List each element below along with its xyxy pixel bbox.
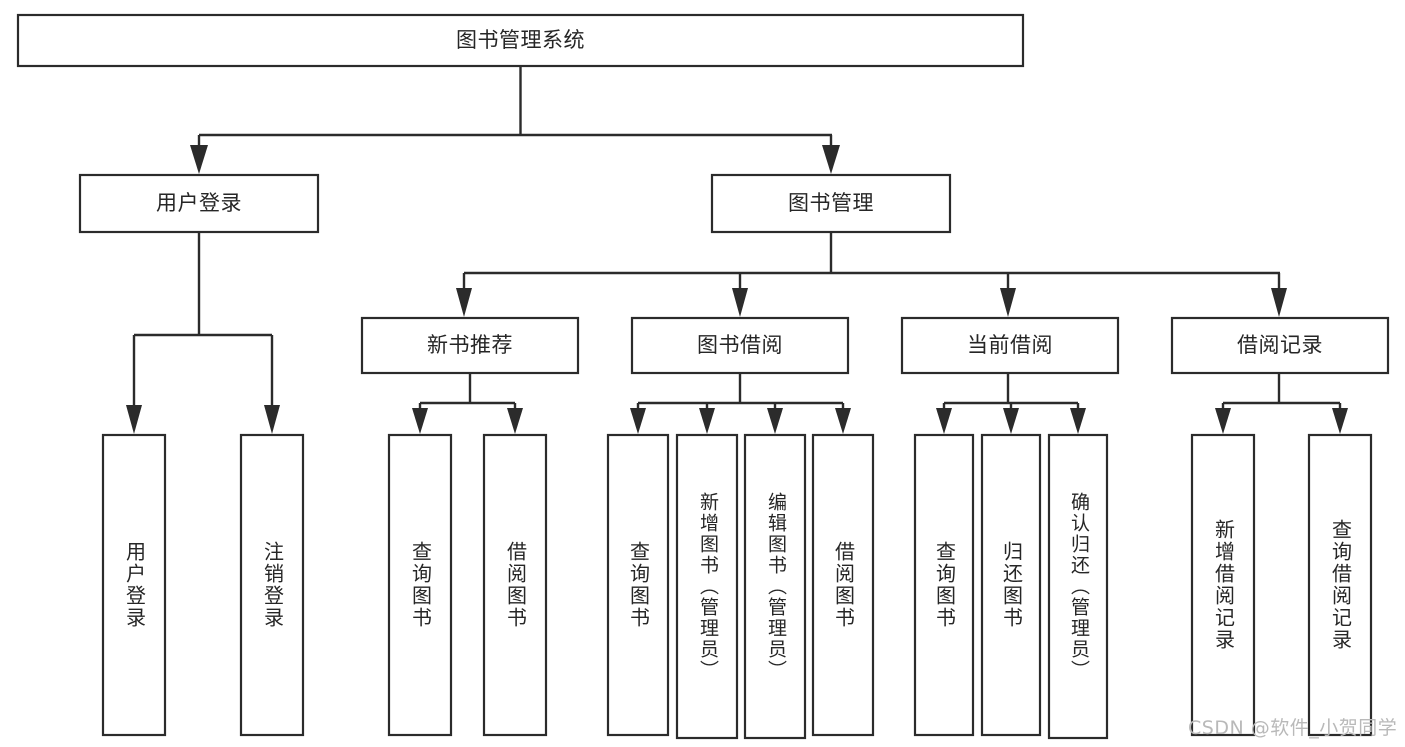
arrowhead-leaf-current-return (1003, 408, 1019, 434)
leaf-box-user-login-login[interactable] (101, 433, 167, 737)
leaf-box-recommend-borrow[interactable] (482, 433, 548, 737)
leaf-box-borrow-edit[interactable] (743, 433, 807, 740)
arrowhead-leaf-logout (264, 405, 280, 434)
arrowhead-leaf-current-confirm (1070, 408, 1086, 434)
leaf-box-user-login-logout[interactable] (239, 433, 305, 737)
arrowhead-leaf-recommend-query (412, 408, 428, 434)
arrowhead-borrow-record (1271, 288, 1287, 317)
arrowhead-leaf-borrow-add (699, 408, 715, 434)
node-box-borrow-record[interactable] (1170, 316, 1390, 375)
node-box-current-borrow[interactable] (900, 316, 1120, 375)
node-box-user-login[interactable] (78, 173, 320, 234)
leaf-box-current-confirm[interactable] (1047, 433, 1109, 740)
arrowhead-leaf-borrow-edit (767, 408, 783, 434)
arrowhead-current-borrow (1000, 288, 1016, 317)
node-box-new-book-recommend[interactable] (360, 316, 580, 375)
arrowhead-leaf-borrow-lend (835, 408, 851, 434)
arrowhead-book-management (822, 145, 840, 174)
arrowhead-leaf-record-query (1332, 408, 1348, 434)
arrowhead-leaf-record-add (1215, 408, 1231, 434)
arrowhead-book-borrow (732, 288, 748, 317)
leaf-box-borrow-add[interactable] (675, 433, 739, 740)
arrowhead-user-login (190, 145, 208, 174)
node-box-root[interactable] (16, 13, 1025, 68)
arrowhead-leaf-current-query (936, 408, 952, 434)
arrowhead-leaf-borrow-query (630, 408, 646, 434)
leaf-box-borrow-query[interactable] (606, 433, 670, 737)
leaf-box-record-add[interactable] (1190, 433, 1256, 737)
arrowhead-new-book-recommend (456, 288, 472, 317)
leaf-box-record-query[interactable] (1307, 433, 1373, 737)
leaf-box-current-query[interactable] (913, 433, 975, 737)
leaf-box-borrow-lend[interactable] (811, 433, 875, 737)
node-box-book-management[interactable] (710, 173, 952, 234)
node-box-book-borrow[interactable] (630, 316, 850, 375)
arrowhead-leaf-recommend-borrow (507, 408, 523, 434)
arrowhead-leaf-user-login (126, 405, 142, 434)
leaf-box-current-return[interactable] (980, 433, 1042, 737)
leaf-box-recommend-query[interactable] (387, 433, 453, 737)
